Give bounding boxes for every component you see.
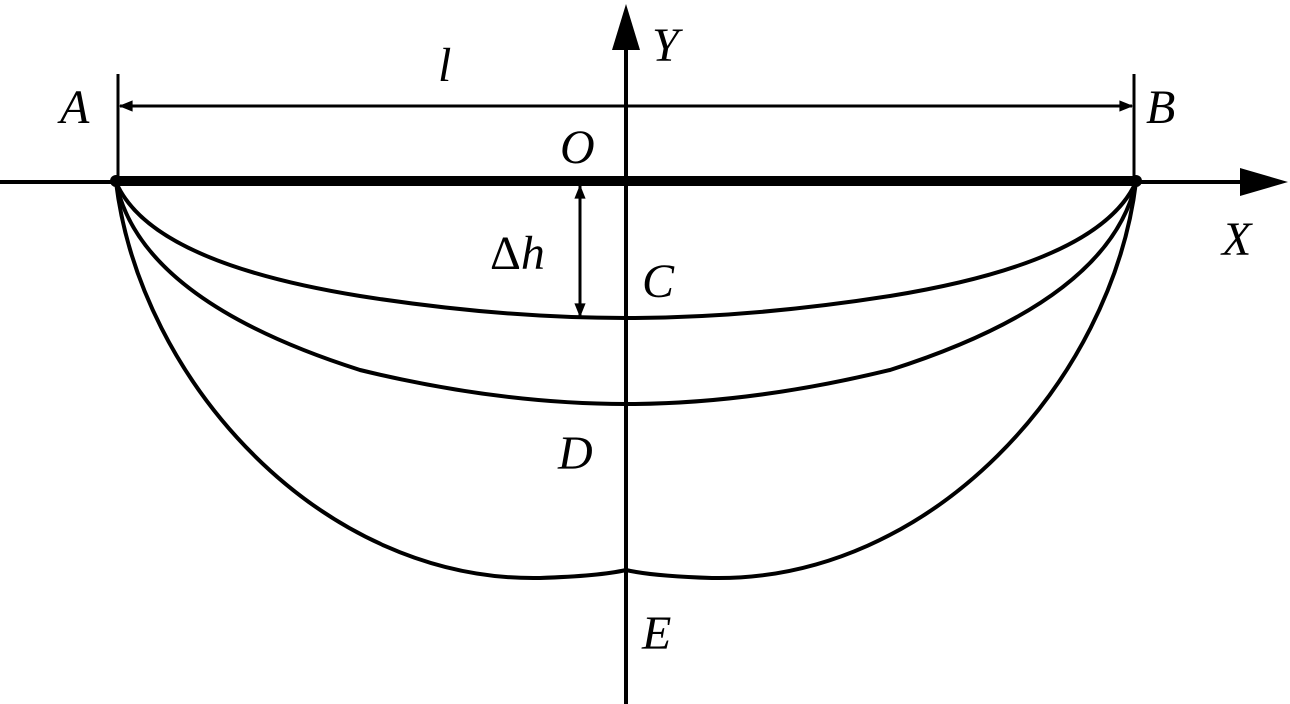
sag-label-delta: Δ — [490, 227, 521, 280]
cable-curve-d — [114, 181, 1138, 407]
cable-curve-e — [114, 181, 1138, 581]
point-label-d: D — [558, 427, 593, 480]
sag-label: Δh — [490, 230, 545, 278]
cable-curve-c — [114, 181, 1138, 321]
y-axis-arrowhead — [612, 4, 640, 50]
point-label-o: O — [560, 121, 595, 174]
axis-label-y: Y — [652, 19, 679, 72]
point-label-c: C — [642, 255, 675, 308]
x-axis-arrowhead — [1240, 168, 1288, 196]
span-label: l — [438, 39, 452, 92]
axis-label-x: X — [1222, 213, 1252, 266]
sag-label-var: h — [520, 227, 545, 280]
point-label-e: E — [642, 607, 672, 660]
point-label-a: A — [60, 81, 90, 134]
point-label-b: B — [1146, 81, 1176, 134]
